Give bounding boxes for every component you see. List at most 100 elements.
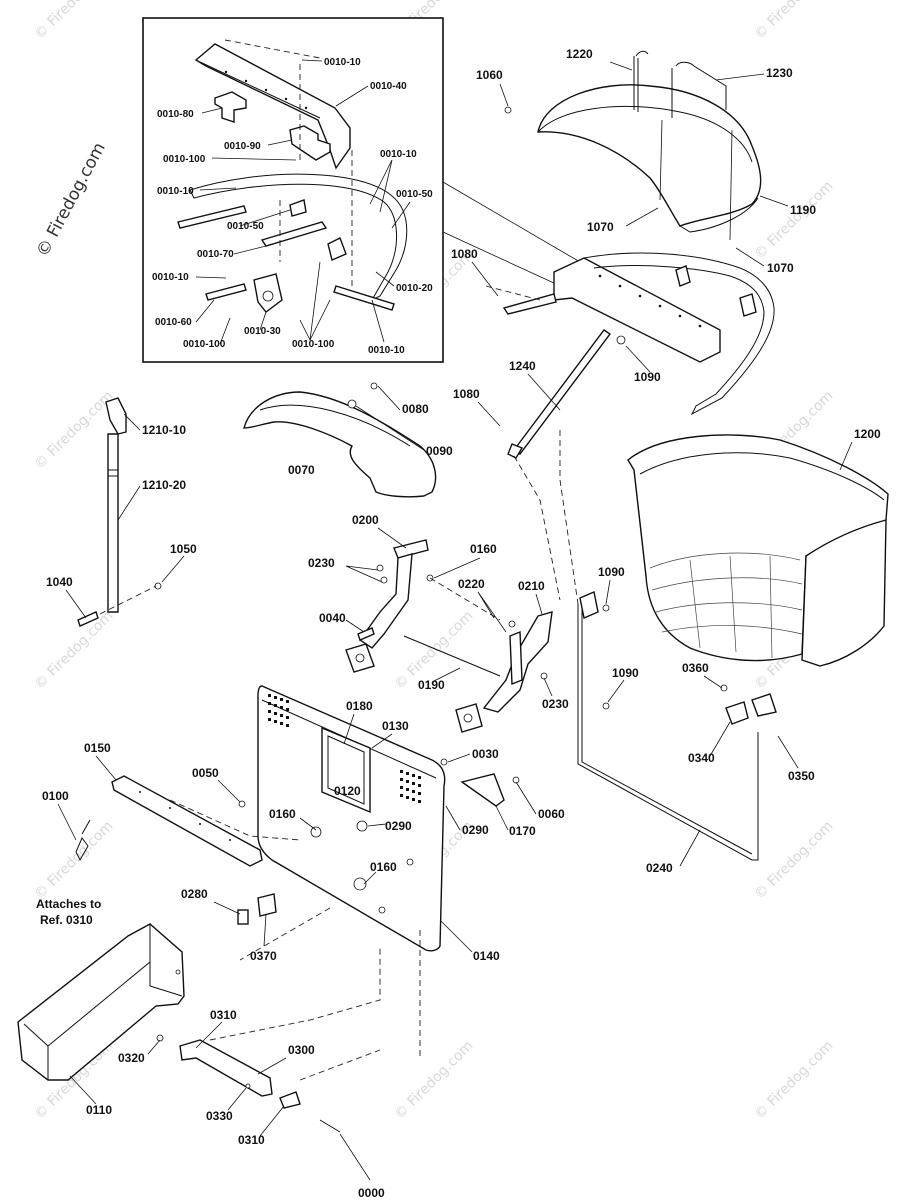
callout-0180: 0180 xyxy=(346,699,373,713)
lower-chute-0110 xyxy=(17,923,185,1081)
strap-0010-50-a xyxy=(177,205,247,229)
watermark-tile: © Firedog.com xyxy=(752,0,837,43)
callout-1210-10: 1210-10 xyxy=(142,423,186,437)
callout-1070: 1070 xyxy=(587,220,614,234)
callout-0190: 0190 xyxy=(418,678,445,692)
gas-strut-1240 xyxy=(507,329,626,459)
window-frame-0120 xyxy=(327,735,365,805)
watermark-tile: © Firedog.com xyxy=(752,178,837,263)
bracket-0310 xyxy=(279,1091,301,1109)
upper-chute-body xyxy=(243,391,437,498)
callout-0310: 0310 xyxy=(238,1133,265,1147)
watermark-tile: © Firedog.com xyxy=(32,608,117,693)
strap-0010-10-right xyxy=(333,285,395,311)
callout-0090: 0090 xyxy=(426,444,453,458)
part-0370 xyxy=(257,893,277,917)
callout-0100: 0100 xyxy=(42,789,69,803)
bracket-assembly-0300 xyxy=(156,948,381,1133)
callout-0230: 0230 xyxy=(308,556,335,570)
note-ref: Ref. 0310 xyxy=(40,913,93,927)
callout-0140: 0140 xyxy=(473,949,500,963)
bracket-0170 xyxy=(460,773,505,807)
callout-0330: 0330 xyxy=(206,1109,233,1123)
handle-rod-1210-20 xyxy=(107,433,119,613)
callout-0010-10: 0010-10 xyxy=(368,345,405,356)
rear-panel-0140 xyxy=(238,685,448,952)
bracket-0200 xyxy=(393,539,429,559)
callout-0300: 0300 xyxy=(288,1043,315,1057)
callout-0120: 0120 xyxy=(334,784,361,798)
callout-0010-100: 0010-100 xyxy=(183,339,226,350)
spring-0100 xyxy=(75,819,91,862)
callout-0010-90: 0010-90 xyxy=(224,141,261,152)
callout-0010-50: 0010-50 xyxy=(227,221,264,232)
callout-1080: 1080 xyxy=(451,247,478,261)
callout-0160: 0160 xyxy=(269,807,296,821)
callout-1190: 1190 xyxy=(790,203,816,217)
watermark-tile: © Firedog.com xyxy=(392,1038,477,1123)
callout-0240: 0240 xyxy=(646,861,673,875)
callout-0010-50: 0010-50 xyxy=(396,189,433,200)
callout-0290: 0290 xyxy=(385,819,412,833)
callout-1080: 1080 xyxy=(453,387,480,401)
part-0280 xyxy=(237,909,249,925)
bolt-1040 xyxy=(77,611,99,627)
callout-0160: 0160 xyxy=(370,860,397,874)
callout-0350: 0350 xyxy=(788,769,815,783)
callout-1060: 1060 xyxy=(476,68,503,82)
callout-0360: 0360 xyxy=(682,661,709,675)
callout-0150: 0150 xyxy=(84,741,111,755)
callout-1230: 1230 xyxy=(766,66,793,80)
cover-body xyxy=(537,84,762,227)
callout-0010-100: 0010-100 xyxy=(163,154,206,165)
callout-1090: 1090 xyxy=(634,370,661,384)
callout-0310: 0310 xyxy=(210,1008,237,1022)
callout-0160: 0160 xyxy=(470,542,497,556)
callout-0080: 0080 xyxy=(402,402,429,416)
callout-0340: 0340 xyxy=(688,751,715,765)
cover-1190 xyxy=(504,50,762,241)
rod-1220 xyxy=(633,50,649,112)
plate-0210 xyxy=(509,630,523,686)
callout-1090: 1090 xyxy=(598,565,625,579)
watermark-tile: © Firedog.com xyxy=(32,0,117,43)
callout-0290: 0290 xyxy=(462,823,489,837)
callout-1240: 1240 xyxy=(509,359,536,373)
callout-0060: 0060 xyxy=(538,807,565,821)
callout-0280: 0280 xyxy=(181,887,208,901)
callout-0010-60: 0010-60 xyxy=(155,317,192,328)
callout-0010-10: 0010-10 xyxy=(380,149,417,160)
callout-0210: 0210 xyxy=(518,579,545,593)
strip-0150 xyxy=(111,775,263,867)
frame-bracket-left xyxy=(502,293,557,315)
bolt-0040 xyxy=(357,627,375,641)
watermark-tile: © Firedog.com xyxy=(752,818,837,903)
plate-0010-60 xyxy=(205,283,247,301)
callout-0370: 0370 xyxy=(250,949,277,963)
callout-1050: 1050 xyxy=(170,542,197,556)
handle-1210 xyxy=(77,397,162,627)
callout-0110: 0110 xyxy=(86,1103,112,1117)
callout-0070: 0070 xyxy=(288,463,315,477)
callout-bottom: 0000 xyxy=(358,1186,385,1200)
callout-0010-40: 0010-40 xyxy=(370,81,407,92)
callout-0200: 0200 xyxy=(352,513,379,527)
callout-0010-30: 0010-30 xyxy=(244,326,281,337)
clip-0010-50-b xyxy=(327,237,347,261)
callout-1210-20: 1210-20 xyxy=(142,478,186,492)
support-frame xyxy=(485,252,775,416)
strap-0010-70 xyxy=(260,221,328,247)
watermark-main: © Firedog.com xyxy=(33,139,110,260)
bracket-0300 xyxy=(179,1039,273,1097)
rod-0190 xyxy=(403,635,501,677)
callout-0010-20: 0010-20 xyxy=(396,283,433,294)
callout-0010-10: 0010-10 xyxy=(324,57,361,68)
note-attaches-to: Attaches to xyxy=(36,897,101,911)
clip-upper xyxy=(289,199,307,217)
u-bar xyxy=(577,604,759,861)
callout-0010-80: 0010-80 xyxy=(157,109,194,120)
rod-1230 xyxy=(671,61,727,118)
callout-0220: 0220 xyxy=(458,577,485,591)
callout-0010-100: 0010-100 xyxy=(292,339,335,350)
